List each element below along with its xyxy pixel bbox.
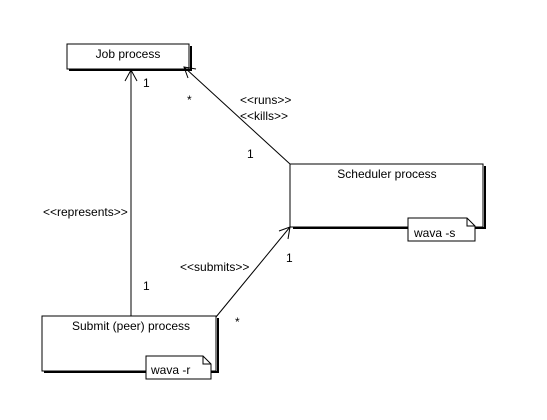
submit-process-label: Submit (peer) process	[72, 319, 190, 333]
scheduler-note-shape	[407, 217, 476, 242]
submits-stereotype: <<submits>>	[180, 260, 249, 274]
submits-arrowhead	[278, 226, 291, 240]
runs-kills-arrowhead	[183, 66, 197, 79]
submits-line	[215, 226, 291, 318]
submit-note-fold	[202, 356, 211, 365]
job-process-node[interactable]: Job process	[66, 43, 192, 71]
submits-edge[interactable]	[215, 226, 291, 318]
scheduler-process-node[interactable]: Scheduler process	[289, 163, 486, 229]
job-process-box	[66, 43, 190, 70]
kills-stereotype: <<kills>>	[240, 109, 288, 123]
submit-process-shadow	[44, 318, 219, 373]
submit-process-node[interactable]: Submit (peer) process	[41, 315, 219, 373]
scheduler-process-box	[289, 163, 484, 228]
represents-edge[interactable]	[124, 68, 138, 316]
scheduler-process-label: Scheduler process	[337, 167, 436, 181]
submit-note: wava -r	[145, 355, 212, 380]
runs-kills-mult-job: *	[187, 93, 192, 107]
scheduler-process-shadow	[293, 166, 486, 229]
runs-kills-line	[183, 66, 291, 165]
runs-kills-mult-scheduler: 1	[247, 147, 254, 161]
submit-note-text: wava -r	[150, 363, 190, 377]
runs-kills-edge[interactable]	[183, 66, 291, 165]
scheduler-note-text: wava -s	[413, 226, 455, 240]
scheduler-note: wava -s	[407, 217, 476, 242]
submit-note-shape	[145, 355, 212, 380]
runs-stereotype: <<runs>>	[240, 93, 291, 107]
job-process-label: Job process	[96, 47, 161, 61]
represents-stereotype: <<represents>>	[43, 205, 128, 219]
submits-mult-submit: *	[235, 315, 240, 329]
submits-mult-scheduler: 1	[286, 251, 293, 265]
job-process-shadow	[69, 46, 192, 71]
represents-mult-job: 1	[143, 76, 150, 90]
scheduler-note-fold	[466, 218, 475, 227]
represents-mult-submit: 1	[143, 279, 150, 293]
represents-arrowhead	[124, 68, 138, 82]
